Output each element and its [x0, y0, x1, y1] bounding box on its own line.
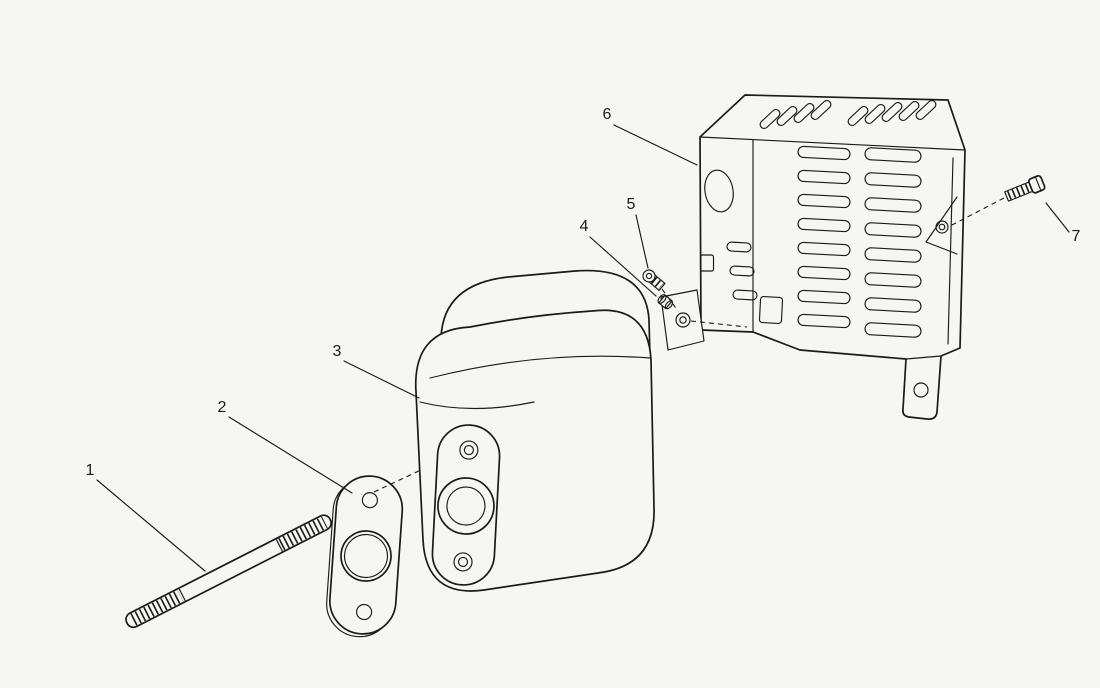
- shield-outline: [699, 94, 966, 420]
- part-shield-screw: [1004, 174, 1046, 202]
- part-mounting-stud: [125, 514, 332, 629]
- callout-4: 4: [580, 218, 657, 297]
- callout-5: 5: [627, 196, 649, 269]
- callout-label-7: 7: [1072, 228, 1081, 245]
- shield-top-louvers: [759, 99, 937, 130]
- callout-7: 7: [1045, 202, 1081, 245]
- shield-vent-slots-left: [797, 145, 851, 329]
- shield-gusset: [925, 196, 958, 255]
- shield-tab-hole: [913, 382, 929, 398]
- callout-label-5: 5: [627, 196, 636, 213]
- alignment-dash-shield-screw: [949, 197, 1005, 227]
- shield-vent-slots-right: [864, 147, 922, 338]
- callout-label-4: 4: [580, 218, 589, 235]
- part-screw: [642, 269, 666, 291]
- callout-label-1: 1: [86, 462, 95, 479]
- callout-2: 2: [218, 399, 353, 494]
- part-muffler-body: [414, 269, 655, 592]
- callout-label-3: 3: [333, 343, 342, 360]
- callout-3: 3: [333, 343, 420, 399]
- callout-label-2: 2: [218, 399, 227, 416]
- part-exhaust-gasket: [326, 475, 404, 638]
- shield-oval-opening: [704, 169, 734, 213]
- callout-1: 1: [86, 462, 206, 572]
- callout-label-6: 6: [603, 106, 612, 123]
- alignment-dash-screw: [661, 288, 679, 312]
- alignment-dash-bracket: [690, 320, 748, 328]
- part-heat-shield: [699, 94, 966, 420]
- callout-6: 6: [603, 106, 698, 166]
- muffler-flange: [431, 424, 501, 586]
